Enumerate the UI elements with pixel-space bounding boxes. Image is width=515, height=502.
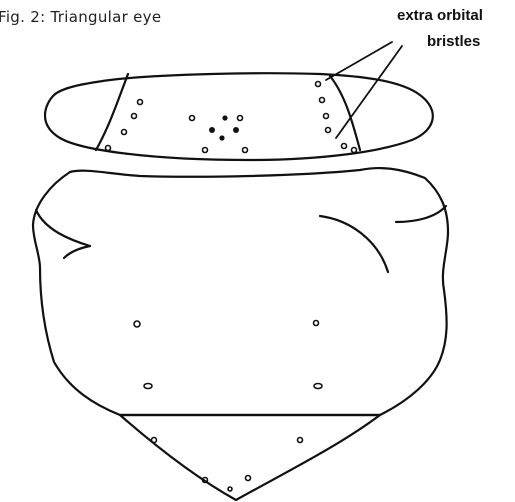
right-eye-edge <box>330 76 360 150</box>
right-side-lobe <box>396 206 446 222</box>
ocellus <box>233 127 239 133</box>
bristle <box>298 438 303 443</box>
bristle <box>316 82 321 87</box>
bristle <box>243 148 248 153</box>
ocellus <box>219 135 224 140</box>
bristle <box>342 144 347 149</box>
bristle <box>352 148 357 153</box>
bristle <box>144 384 152 389</box>
left-eye-edge <box>96 74 128 150</box>
bristle <box>134 321 140 327</box>
bristle <box>238 116 243 121</box>
left-side-lobe <box>36 210 90 246</box>
bristle <box>190 116 195 121</box>
bristle <box>203 148 208 153</box>
head-bristles <box>106 82 357 153</box>
bristle <box>138 100 143 105</box>
scutellum-outline <box>120 415 380 500</box>
bristle <box>324 114 329 119</box>
bristle <box>228 487 232 491</box>
thorax-bristles <box>134 321 322 389</box>
bristle <box>314 321 319 326</box>
ocellus <box>209 127 215 133</box>
thorax-outline <box>33 168 448 415</box>
bristle <box>314 384 322 389</box>
bristle <box>106 146 111 151</box>
bristle <box>320 98 325 103</box>
bristle <box>152 438 157 443</box>
pointer-line-lower <box>336 46 402 138</box>
scutellum-bristles <box>152 438 303 492</box>
bristle <box>122 130 127 135</box>
left-shoulder-curve <box>64 246 90 258</box>
ocellus <box>222 115 227 120</box>
bristle <box>132 114 137 119</box>
bristle <box>326 128 331 133</box>
right-shoulder-curve <box>320 216 388 272</box>
bristle <box>246 476 251 481</box>
